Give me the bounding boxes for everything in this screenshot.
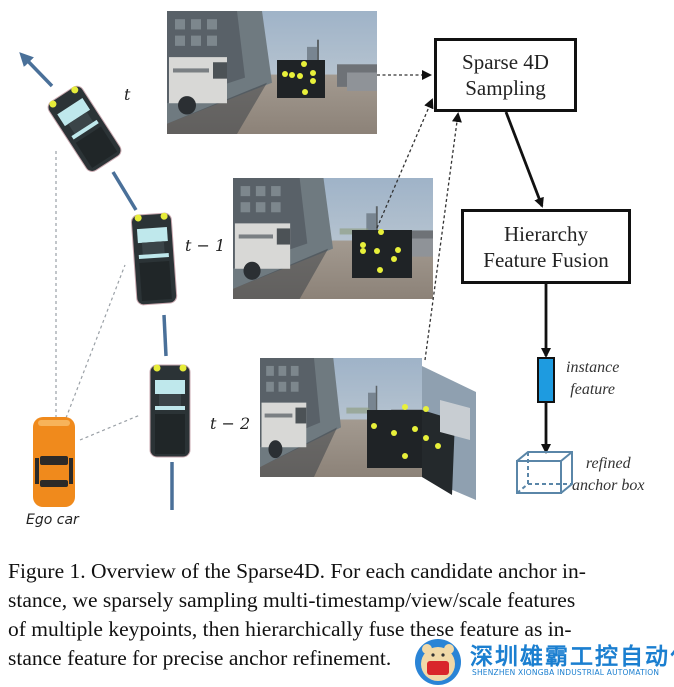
hierarchy-feature-fusion-line-2: Feature Fusion	[483, 247, 609, 272]
hierarchy-feature-fusion-line-1: Hierarchy	[504, 221, 588, 246]
target-car-t-minus-1	[130, 212, 178, 306]
watermark: 深圳雄霸工控自动化 SHENZHEN XIONGBA INDUSTRIAL AU…	[413, 637, 674, 687]
caption-line-4: stance feature for precise anchor refine…	[8, 646, 392, 670]
sparse-4d-sampling-line-1: Sparse 4D	[462, 50, 549, 74]
time-label-t-minus-1: t − 1	[185, 236, 226, 255]
refined-anchor-box-icon	[516, 451, 573, 494]
caption-line-2: stance, we sparsely sampling multi-times…	[8, 588, 576, 612]
instance-feature-label: instance feature	[566, 357, 619, 401]
target-car-t-minus-2	[149, 364, 191, 458]
sparse4d-overview-figure: t t − 1 t − 2 Ego car Sparse 4D Sampling…	[19, 11, 644, 528]
time-label-t: t	[124, 85, 131, 104]
camera-image-t-minus-2	[260, 358, 476, 500]
keypoints-t-minus-1	[360, 229, 401, 273]
figure-caption: Figure 1. Overview of the Sparse4D. For …	[8, 557, 668, 673]
watermark-chinese-text: 深圳雄霸工控自动化	[470, 644, 674, 670]
hierarchy-feature-fusion-box: Hierarchy Feature Fusion	[461, 209, 631, 284]
flow-arrows	[504, 111, 551, 454]
caption-line-1: Figure 1. Overview of the Sparse4D. For …	[8, 559, 586, 583]
sparse-4d-sampling-line-2: Sampling	[465, 76, 546, 100]
ego-car-label: Ego car	[26, 512, 79, 528]
target-car-t	[47, 85, 122, 172]
refined-anchor-box-label: refined anchor box	[572, 453, 644, 497]
sampling-arrows	[376, 70, 462, 361]
keypoints-t	[282, 61, 316, 95]
bear-logo-icon	[415, 639, 461, 685]
trajectory-line	[19, 52, 174, 510]
refined-anchor-label-line-2: anchor box	[572, 477, 645, 494]
instance-feature-label-line-1: instance	[566, 359, 620, 376]
watermark-english-text: SHENZHEN XIONGBA INDUSTRIAL AUTOMATION	[472, 668, 660, 677]
sparse-4d-sampling-box: Sparse 4D Sampling	[434, 38, 577, 112]
camera-image-t	[167, 11, 377, 134]
instance-feature-label-line-2: feature	[570, 381, 616, 398]
caption-line-3: of multiple keypoints, then hierarchical…	[8, 617, 572, 641]
time-label-t-minus-2: t − 2	[210, 414, 251, 433]
ego-car	[33, 417, 75, 507]
camera-image-t-minus-1	[233, 178, 433, 299]
refined-anchor-label-line-1: refined	[585, 455, 631, 472]
ego-view-lines	[55, 150, 141, 441]
keypoints-t-minus-2	[371, 404, 441, 459]
instance-feature-bar	[537, 357, 555, 403]
